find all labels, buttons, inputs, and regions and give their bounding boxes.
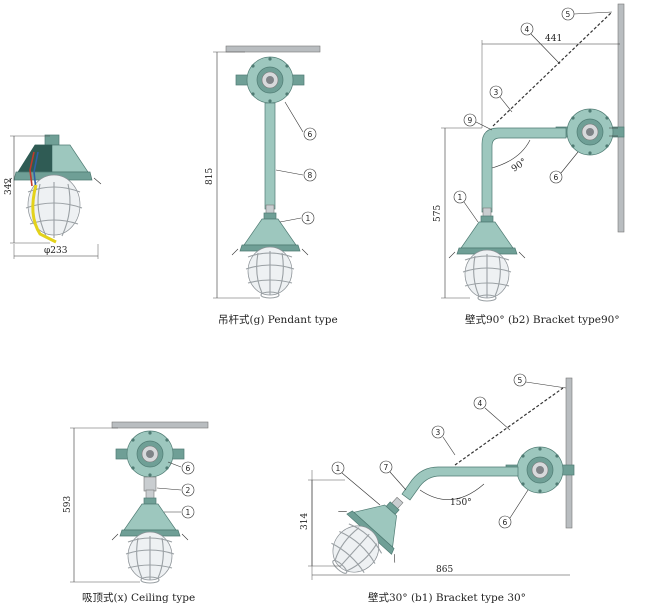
- cutaway-width-dimension: φ233: [13, 244, 99, 259]
- callout-b30-3: 3: [436, 428, 441, 437]
- ceiling-junction-box: [115, 430, 185, 478]
- pendant-callouts: 6 8 1: [275, 101, 317, 225]
- callout-pendant-8: 8: [308, 171, 313, 180]
- bracket30-height-label: 314: [300, 513, 310, 530]
- pendant-caption: 吊杆式(g) Pendant type: [218, 313, 338, 326]
- bracket90-height-label: 575: [433, 205, 443, 222]
- callout-b30-5: 5: [518, 376, 523, 385]
- bracket30-height-dimension: 314: [300, 479, 345, 567]
- bracket30-wall: [565, 377, 573, 529]
- bracket90-wall: [617, 3, 625, 233]
- callout-b90-5: 5: [566, 10, 571, 19]
- cutaway-height-dimension: 342: [4, 135, 50, 244]
- figure-bracket-90: 441 575 90° 5 4 3 9 6: [433, 3, 625, 326]
- callout-pendant-1: 1: [306, 214, 311, 223]
- ceiling-caption: 吸顶式(x) Ceiling type: [82, 591, 195, 604]
- cutaway-lamp: [4, 134, 102, 244]
- ceiling-plate: [111, 421, 209, 429]
- pendant-height-label: 815: [205, 168, 215, 185]
- bracket90-lamp: [448, 207, 526, 302]
- bracket30-caption: 壁式30° (b1) Bracket type 30°: [368, 591, 526, 604]
- callout-ceiling-2: 2: [186, 486, 191, 495]
- pendant-junction-box: [235, 56, 305, 104]
- bracket30-angle: 150°: [419, 483, 485, 508]
- cutaway-height-label: 342: [4, 178, 14, 195]
- bracket30-width-label: 865: [436, 565, 453, 575]
- bracket30-arm: [401, 466, 519, 501]
- figure-bracket-30: 865 314 150° 5 4 3 1 7: [300, 373, 575, 604]
- callout-b30-1: 1: [336, 464, 341, 473]
- pendant-height-dimension: 815: [205, 51, 260, 299]
- bracket90-arm: [481, 127, 567, 213]
- callout-b90-3: 3: [494, 88, 499, 97]
- figure-ceiling: 593 6 2 1 吸顶式(x) Ceiling type: [63, 421, 209, 604]
- callout-b90-6: 6: [554, 173, 559, 182]
- figure-pendant: 815 6 8 1 吊杆式(g) Pendant type: [205, 45, 338, 326]
- callout-b90-9: 9: [468, 116, 473, 125]
- callout-b90-1: 1: [458, 193, 463, 202]
- callout-ceiling-6: 6: [186, 464, 191, 473]
- callout-pendant-6: 6: [308, 130, 313, 139]
- bracket30-chain: [454, 387, 564, 466]
- cutaway-width-label: φ233: [44, 246, 68, 256]
- figure-cutaway: 342 φ233: [4, 134, 102, 259]
- bracket90-width-label: 441: [545, 34, 562, 44]
- bracket90-caption: 壁式90° (b2) Bracket type90°: [465, 313, 620, 326]
- callout-b30-7: 7: [384, 463, 389, 472]
- callout-ceiling-1: 1: [186, 508, 191, 517]
- bracket30-angle-label: 150°: [450, 498, 472, 508]
- callout-b30-4: 4: [478, 399, 483, 408]
- ceiling-lamp: [111, 489, 189, 584]
- bracket30-callouts: 5 4 3 1 7 6: [331, 373, 567, 529]
- callout-b90-4: 4: [525, 25, 530, 34]
- bracket90-angle-label: 90°: [510, 157, 529, 174]
- ceiling-adapter: [143, 476, 157, 492]
- pendant-ceiling-plate: [225, 45, 321, 53]
- pendant-rod: [264, 102, 276, 210]
- bracket90-width-dimension: 441: [481, 34, 620, 128]
- callout-b30-6: 6: [503, 518, 508, 527]
- bracket90-callouts: 5 4 3 9 6 1: [453, 7, 613, 223]
- bracket90-angle: 90°: [491, 139, 531, 174]
- bracket90-chain: [492, 11, 613, 127]
- ceiling-callouts: 6 2 1: [156, 461, 195, 519]
- bracket90-height-dimension: 575: [433, 127, 482, 299]
- ceiling-height-label: 593: [63, 496, 73, 513]
- ceiling-height-dimension: 593: [63, 427, 140, 583]
